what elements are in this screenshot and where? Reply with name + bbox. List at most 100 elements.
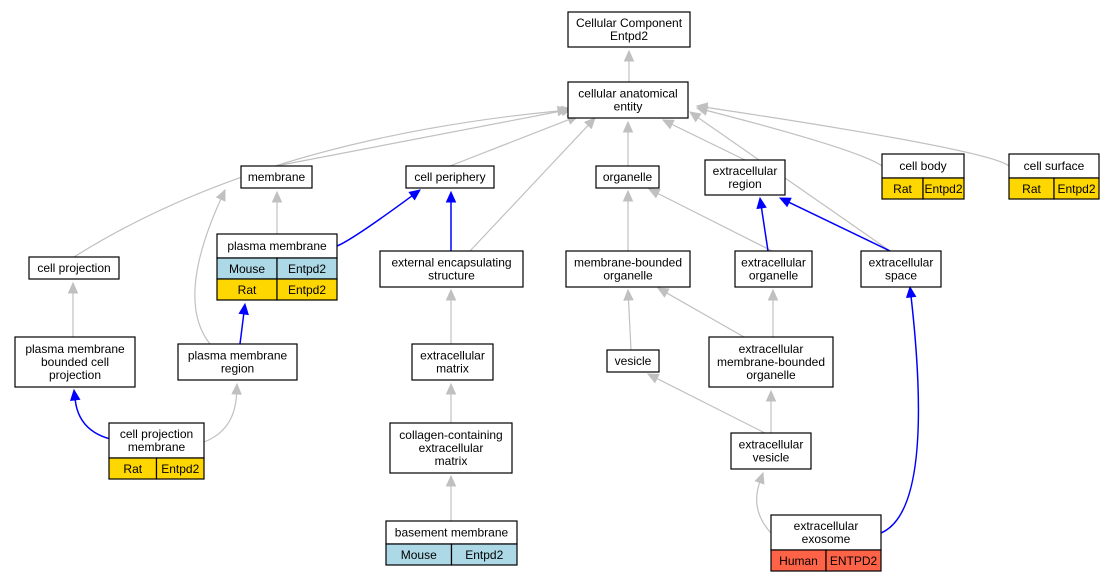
edge-line [671, 123, 746, 161]
gene-cell [1053, 177, 1100, 200]
species-label: Mouse [229, 262, 265, 276]
arrowhead-icon [905, 285, 917, 299]
arrowhead-icon [623, 49, 635, 62]
edge-line [760, 207, 769, 252]
edge-extracellular-vesicle-to-vesicle [646, 373, 766, 434]
node-box [565, 250, 691, 288]
node-label: cell surface [1024, 159, 1085, 173]
annotation-row: Human ENTPD2 [770, 549, 882, 572]
edge-line [697, 117, 891, 252]
arrowhead-icon [622, 189, 634, 202]
edge-cell-projection-membrane-to-plasma-membrane-region [203, 382, 242, 443]
edge-extracellular-space-to-extracellular-region [778, 197, 891, 252]
node-label: projection [49, 368, 101, 382]
gene-label: Entpd2 [288, 283, 326, 297]
edge-line [194, 198, 222, 345]
species-label: Human [779, 554, 818, 568]
node-label: matrix [436, 362, 469, 376]
node-vesicle[interactable]: vesicle [606, 349, 660, 373]
arrowhead-icon [445, 190, 457, 203]
node-membrane[interactable]: membrane [240, 165, 313, 189]
node-label: membrane [128, 440, 186, 454]
edge-collagen-containing-extracellular-matrix-to-extracellular-matrix [445, 382, 457, 423]
node-organelle[interactable]: organelle [595, 165, 660, 189]
node-box [704, 159, 786, 196]
arrowhead-icon [754, 471, 765, 485]
node-label: extracellular [794, 519, 859, 533]
node-box [730, 432, 812, 470]
node-cell-periphery[interactable]: cell periphery [405, 165, 495, 189]
node-label: exosome [802, 532, 851, 546]
gene-cell [155, 457, 205, 480]
species-label: Rat [893, 182, 912, 196]
node-box [14, 336, 136, 388]
node-label: organelle [749, 269, 799, 283]
node-label: extracellular [419, 441, 484, 455]
arrowhead-icon [445, 288, 457, 301]
edge-cell-projection-to-cellular-anatomical-entity [73, 105, 570, 258]
edge-cell-periphery-to-cellular-anatomical-entity [449, 114, 580, 167]
edge-line [657, 192, 773, 252]
node-cell-projection[interactable]: cell projection [28, 256, 120, 280]
edge-plasma-membrane-bounded-cell-projection-to-cell-projection [67, 281, 79, 337]
edge-line [469, 124, 589, 252]
edge-extracellular-organelle-to-organelle [647, 188, 773, 252]
edge-extracellular-exosome-to-extracellular-space [880, 285, 920, 534]
node-box [177, 343, 298, 381]
edge-extracellular-matrix-to-external-encapsulating-structure [445, 288, 457, 344]
gene-label: Entpd2 [465, 548, 503, 562]
edge-extracellular-exosome-to-extracellular-vesicle [754, 471, 772, 534]
node-label: Entpd2 [610, 29, 648, 43]
arrowhead-icon [231, 382, 242, 395]
edge-line [756, 482, 772, 534]
node-label: extracellular [869, 256, 934, 270]
species-label: Rat [123, 462, 142, 476]
node-box [567, 81, 689, 119]
gene-cell [922, 177, 965, 200]
node-label: matrix [435, 454, 468, 468]
node-label: bounded cell [41, 355, 109, 369]
arrowhead-icon [695, 102, 709, 113]
gene-label: Entpd2 [924, 182, 962, 196]
edge-external-encapsulating-structure-to-cellular-anatomical-entity [469, 117, 596, 252]
node-label: region [221, 362, 254, 376]
node-label: vesicle [753, 451, 790, 465]
arrowhead-icon [688, 111, 702, 123]
node-box [860, 250, 942, 288]
node-box [389, 422, 513, 474]
node-label: external encapsulating [391, 256, 511, 270]
gene-cell [825, 549, 882, 572]
gene-label: ENTPD2 [830, 554, 878, 568]
node-label: cell body [899, 159, 946, 173]
edge-extracellular-membrane-bounded-organelle-to-membrane-bounded-organelle [656, 287, 745, 338]
gene-label: Entpd2 [288, 262, 326, 276]
edge-plasma-membrane-region-to-plasma-membrane [238, 302, 249, 345]
edge-vesicle-to-membrane-bounded-organelle [623, 288, 634, 351]
node-label: Cellular Component [576, 16, 683, 30]
arrowhead-icon [67, 281, 79, 294]
edge-line [666, 292, 745, 338]
node-label: plasma membrane [227, 239, 327, 253]
node-box [567, 11, 691, 48]
